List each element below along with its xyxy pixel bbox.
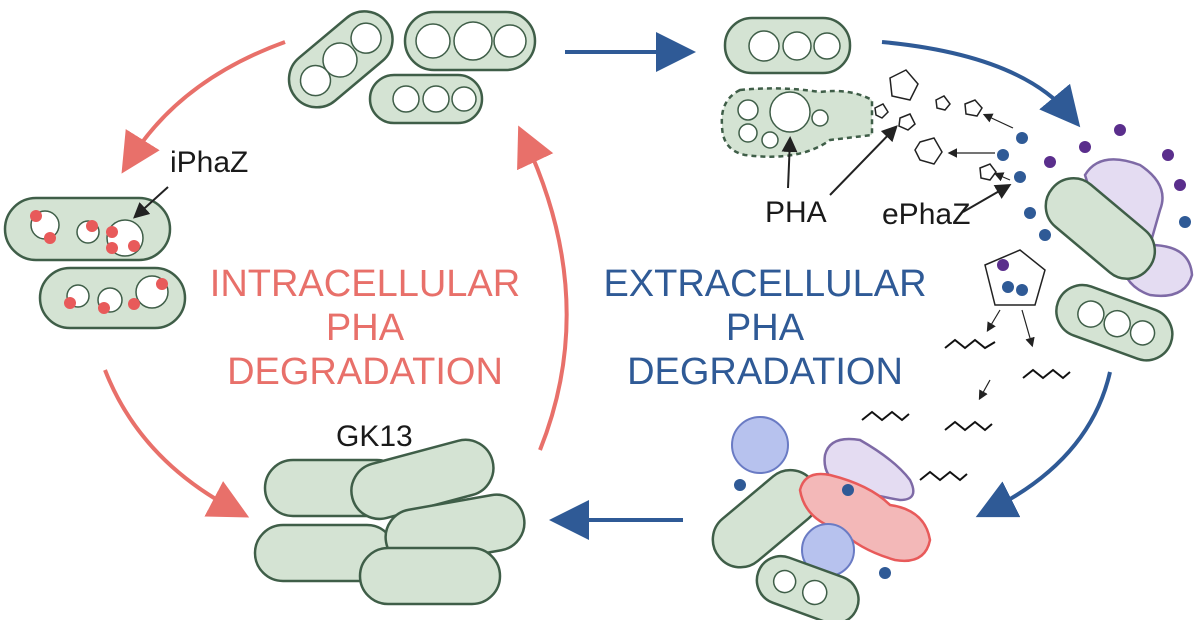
pha-pointer-1: [781, 136, 798, 189]
arrow-top-to-left: [121, 40, 286, 174]
iphaz-label: iPhaZ: [170, 146, 249, 179]
extracellular-title: EXTRACELLULAR PHA DEGRADATION: [600, 262, 930, 394]
intracellular-title-line1: INTRACELLULAR: [209, 263, 521, 305]
intracellular-title-line2: PHA DEGRADATION: [227, 307, 503, 393]
top-cell-3: [368, 73, 484, 125]
ephaz-to-pha-arrows: [947, 113, 1014, 182]
bottom-right-cluster: [711, 416, 932, 620]
arrow-bottom-to-top: [517, 125, 569, 451]
right-cluster-top: [1044, 158, 1194, 362]
pha-label: PHA: [765, 196, 827, 229]
arrow-right-curve-top: [881, 40, 1081, 128]
lysed-cell: [720, 87, 874, 158]
left-cell-1: [3, 196, 172, 262]
top-cell-1: [287, 10, 394, 109]
arrow-right-curve-bottom: [975, 371, 1112, 518]
iphaz-pointer: [133, 186, 169, 219]
left-cell-2: [38, 266, 187, 330]
gk13-label: GK13: [336, 420, 413, 453]
top-cell-2: [403, 10, 537, 72]
hydroxyalkanoate-monomers: [861, 338, 1071, 482]
pha-pointer-2: [829, 125, 898, 196]
extracellular-title-line1: EXTRACELLULAR: [603, 263, 927, 305]
pha-granule-with-ephaz: [984, 249, 1046, 306]
ephaz-pointer: [962, 183, 1012, 213]
extracellular-title-line2: PHA DEGRADATION: [627, 307, 903, 393]
gk13-cell-cluster: [253, 438, 526, 606]
intracellular-title: INTRACELLULAR PHA DEGRADATION: [200, 262, 530, 394]
arrow-left-to-bottom: [103, 369, 250, 518]
ephaz-label: ePhaZ: [882, 198, 971, 231]
pha-pentagons: [874, 69, 997, 181]
top-right-cell: [723, 16, 852, 75]
monomer-arrows: [978, 309, 1035, 401]
